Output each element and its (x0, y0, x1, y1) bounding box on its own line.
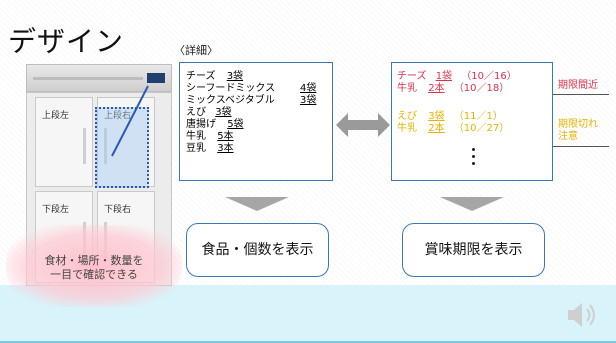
item-qty: 2本 (428, 83, 445, 94)
list-item: ミックスベジタブル 3袋 (186, 95, 316, 107)
item-name: 牛乳 (397, 123, 417, 134)
near-expiry-underline (553, 94, 609, 95)
list-item: チーズ 3袋 (186, 71, 243, 83)
list-item: 唐揚げ 5袋 (186, 119, 244, 131)
item-qty: 3袋 (428, 111, 445, 122)
speaker-icon[interactable] (566, 300, 600, 330)
item-name: 豆乳 (186, 143, 206, 154)
item-qty: 4袋 (300, 83, 317, 94)
door-label-bottom-left: 下段左 (42, 205, 70, 215)
list-item: 豆乳 3本 (186, 143, 234, 155)
caption-show-expiry: 賞味期限を表示 (402, 223, 545, 277)
door-label-top-right: 上段右 (104, 111, 132, 121)
door-label-top-left: 上段左 (42, 111, 70, 121)
item-name: 牛乳 (186, 131, 206, 142)
slide-title: デザイン (8, 25, 125, 58)
expiry-row-warning: 牛乳 2本 （10／27） (397, 123, 509, 135)
item-qty: 5袋 (227, 119, 244, 130)
fridge-badge (147, 73, 165, 83)
double-arrow-icon (336, 113, 390, 137)
item-qty: 3袋 (300, 95, 317, 106)
near-expiry-label: 期限間近 (558, 80, 598, 91)
list-item: えび 3袋 (186, 107, 232, 119)
list-item: シーフードミックス 4袋 (186, 83, 316, 95)
item-qty: 1袋 (435, 71, 453, 82)
list-item: 牛乳 5本 (186, 131, 234, 143)
item-name: えび (397, 111, 417, 122)
caption-line-2: 一目で確認できる (50, 268, 138, 281)
more-items-ellipsis (472, 148, 476, 169)
pointer-line (111, 85, 149, 157)
item-name: 唐揚げ (186, 119, 216, 130)
item-name: えび (186, 107, 206, 118)
detail-label: 〈詳細〉 (174, 44, 218, 57)
door-handle (83, 128, 86, 164)
door-handle (104, 128, 107, 164)
item-name: ミックスベジタブル (186, 95, 275, 106)
item-expiry-date: （11／1） (453, 111, 503, 122)
item-qty: 5本 (217, 131, 234, 142)
expiry-row-warning: えび 3袋 （11／1） (397, 111, 503, 123)
item-expiry-date: （10／16） (461, 71, 517, 82)
expired-warning-line-2: 注意 (558, 131, 578, 142)
item-name: チーズ (186, 71, 216, 82)
item-qty: 3袋 (226, 71, 244, 82)
expired-warning-underline (553, 146, 609, 147)
caption-line-1: 食材・場所・数量を (44, 254, 144, 267)
fridge-vent (33, 77, 143, 80)
expired-warning-label: 期限切れ 注意 (558, 119, 598, 143)
expiry-row-urgent: 牛乳 2本 （10／18） (397, 83, 509, 95)
expiry-list-box: チーズ 1袋 （10／16） 牛乳 2本 （10／18） えび 3袋 （11／1… (391, 62, 553, 181)
caption-show-items: 食品・個数を表示 (186, 223, 329, 277)
item-expiry-date: （10／27） (453, 123, 510, 134)
item-name: チーズ (397, 71, 427, 82)
expiry-row-urgent: チーズ 1袋 （10／16） (397, 71, 517, 83)
item-qty: 3本 (217, 143, 234, 154)
selected-compartment-highlight (95, 107, 149, 188)
item-name: 牛乳 (397, 83, 417, 94)
down-arrow-icon (440, 197, 504, 211)
inventory-list-box: チーズ 3袋 シーフードミックス 4袋 ミックスベジタブル 3袋 えび 3袋 唐… (179, 62, 333, 181)
door-top-left: 上段左 (35, 97, 93, 187)
fridge-caption: 食材・場所・数量を 一目で確認できる (18, 254, 170, 282)
item-qty: 3袋 (215, 107, 232, 118)
item-qty: 2本 (428, 123, 445, 134)
item-expiry-date: （10／18） (453, 83, 510, 94)
expired-warning-line-1: 期限切れ (558, 119, 598, 130)
caption-bubble (6, 225, 182, 307)
down-arrow-icon (225, 197, 289, 211)
door-label-bottom-right: 下段右 (104, 205, 132, 215)
footer-border (0, 341, 616, 343)
item-name: シーフードミックス (186, 83, 276, 94)
